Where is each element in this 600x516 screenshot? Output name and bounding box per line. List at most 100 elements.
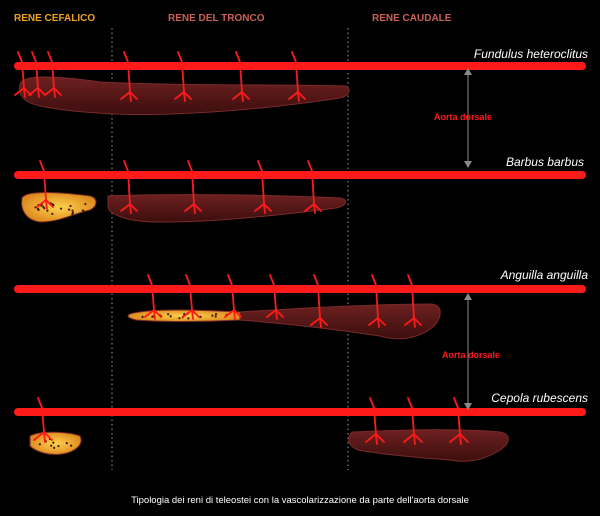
renal-vessel-fundulus-branch-mid [53,87,56,98]
renal-vessel-fundulus-branch-left [44,87,55,96]
head-kidney-barbus-cell [82,209,85,212]
renal-vessel-cepola-stub [37,397,43,409]
head-kidney-barbus-cell [46,209,49,212]
header-rene-caudale: RENE CAUDALE [372,13,452,24]
renal-vessel-barbus-branch-right [129,203,138,212]
renal-vessel-cepola-branch-right [459,433,469,443]
renal-vessel-barbus [254,160,272,214]
renal-vessel-anguilla-branch-right [319,317,328,326]
renal-vessel-fundulus-branch-mid [37,87,40,98]
renal-vessel-anguilla-branch-right [191,309,200,318]
dorsal-aorta-fundulus [14,62,586,70]
header-rene-tronco: RENE DEL TRONCO [168,13,265,24]
head-kidney-anguilla-cell [214,315,217,318]
header-rene-cefalico: RENE CEFALICO [14,13,95,24]
renal-vessel-fundulus-branch-right [53,87,62,96]
renal-vessel-fundulus-branch-mid [241,91,244,102]
renal-vessel-anguilla-branch-right [377,317,386,326]
renal-vessel-barbus-branch-left [184,203,195,212]
head-kidney-barbus-cell [84,202,87,206]
renal-vessel-barbus-branch-mid [45,199,48,210]
renal-vessel-anguilla-branch-left [224,309,235,318]
renal-vessel-fundulus-branch-left [174,91,185,100]
renal-vessel-anguilla-branch-left [404,317,415,326]
renal-vessel-anguilla-stub [185,274,191,286]
renal-vessel-fundulus-stub [31,51,37,63]
renal-vessel-barbus-branch-mid [193,203,196,214]
head-kidney-barbus-cell [43,207,46,210]
renal-vessel-cepola-branch-left [403,433,415,443]
renal-vessel-barbus-branch-left [304,203,315,212]
species-label-fundulus: Fundulus heteroclitus [474,47,588,61]
head-kidney-cepola-cell [50,444,53,447]
renal-vessel-fundulus-stub [17,51,23,63]
renal-vessel-barbus-branch-left [36,199,47,208]
renal-vessel-barbus-stub [39,160,45,172]
renal-vessel-anguilla-branch-mid [377,317,380,328]
renal-vessel-fundulus-branch-right [37,87,46,96]
renal-vessel-barbus-branch-right [313,203,322,212]
head-kidney-anguilla-cell [166,313,170,316]
renal-vessel-anguilla-branch-left [266,309,277,318]
head-kidney-anguilla-cell [211,314,214,317]
head-kidney-barbus-cell [71,211,75,214]
renal-vessel-fundulus-stub [47,51,53,63]
caudal-kidney-cepola [348,429,509,462]
head-kidney-anguilla-cell [214,312,218,316]
head-kidney-cepola-cell [52,441,55,444]
renal-vessel-barbus-stub [123,160,129,172]
renal-vessel-fundulus-stub [235,51,241,63]
head-kidney-barbus-cell [71,209,74,212]
renal-vessel-anguilla-stub [407,274,413,286]
renal-vessel-anguilla-branch-right [275,309,284,318]
renal-vessel-anguilla-stub [313,274,319,286]
head-kidney-barbus-cell [69,204,72,208]
aorta-dorsale-label-lower: Aorta dorsale [442,350,500,360]
renal-vessel-barbus-branch-mid [129,203,132,214]
renal-vessel-anguilla-branch-right [153,309,162,318]
renal-vessel-fundulus-branch-mid [23,87,26,98]
head-kidney-barbus [21,192,97,223]
head-kidney-anguilla-cell [141,315,144,318]
renal-vessel-fundulus-branch-left [232,91,243,100]
renal-vessel-anguilla-branch-mid [191,309,194,320]
renal-vessel-cepola [449,397,469,445]
head-kidney-barbus-cell [59,207,63,210]
renal-vessel-anguilla-branch-left [368,317,379,326]
renal-vessel-anguilla-branch-mid [319,317,322,328]
dorsal-aorta-anguilla [14,285,586,293]
dorsal-aorta-barbus [14,171,586,179]
renal-vessel-anguilla-stub [227,274,233,286]
head-kidney-cepola-cell [70,444,73,447]
renal-vessel-barbus-stub [307,160,313,172]
renal-vessel-cepola-branch-mid [375,433,378,445]
renal-vessel-barbus-branch-left [254,203,265,212]
renal-vessel-anguilla-branch-right [413,317,422,326]
renal-vessel-barbus-branch-mid [263,203,266,214]
renal-vessel-fundulus-stub [291,51,297,63]
species-label-cepola: Cepola rubescens [491,391,588,405]
renal-vessel-anguilla-branch-mid [153,309,156,320]
head-kidney-anguilla-cell [199,315,202,318]
renal-vessel-fundulus-branch-left [28,87,39,96]
dorsal-aortas [14,62,586,416]
renal-vessel-anguilla-branch-left [144,309,155,318]
kidneys [19,76,509,462]
renal-vessel-anguilla-branch-left [310,317,321,326]
trunk-kidney-barbus [107,194,347,223]
renal-vessel-anguilla [404,274,422,328]
aorta-arrow-upper [464,68,472,168]
dorsal-aorta-cepola [14,408,586,416]
head-kidney-anguilla-cell [178,317,181,320]
renal-vessel-cepola-branch-mid [43,431,46,443]
renal-vessel-anguilla-stub [269,274,275,286]
renal-vessel-fundulus-branch-right [129,91,138,100]
renal-vessel-fundulus-stub [123,51,129,63]
renal-vessel-anguilla-branch-left [182,309,193,318]
renal-vessel-anguilla-stub [371,274,377,286]
renal-vessel-fundulus-branch-mid [297,91,300,102]
head-kidney-cepola [29,431,82,455]
renal-vessel-fundulus-branch-mid [129,91,132,102]
renal-vessel-cepola-stub [407,397,413,409]
